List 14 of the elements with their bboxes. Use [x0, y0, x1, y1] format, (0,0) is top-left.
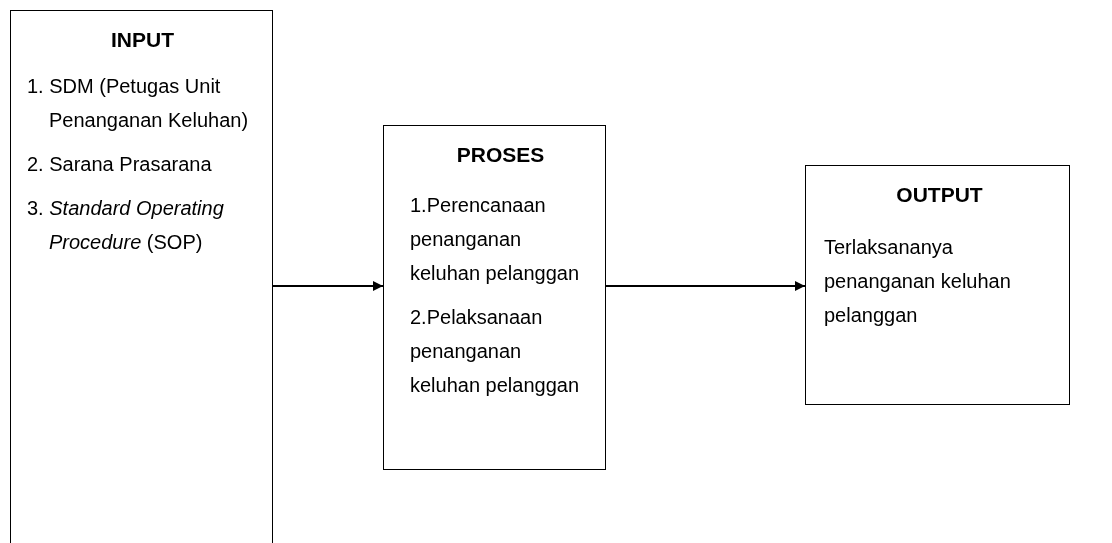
list-item: 2.Pelaksanaan penanganan keluhan pelanggan [410, 305, 581, 398]
list-item: 2. Sarana Prasarana [27, 152, 213, 177]
text-box [805, 165, 1070, 405]
list-item: 3. Standard Operating Procedure (SOP) [27, 196, 225, 255]
arrow [605, 281, 806, 291]
box-heading: PROSES [455, 142, 546, 168]
list-item: 1. SDM (Petugas Unit Penanganan Keluhan) [27, 74, 250, 133]
text-box [10, 10, 273, 543]
box-heading: OUTPUT [895, 182, 984, 208]
arrow [272, 281, 384, 291]
box-heading: INPUT [110, 27, 175, 53]
list-item: 1.Perencanaan penanganan keluhan pelanggan [410, 193, 581, 286]
text-box [383, 125, 606, 470]
body-text: Terlaksananya penanganan keluhan pelanggan [824, 235, 1012, 328]
